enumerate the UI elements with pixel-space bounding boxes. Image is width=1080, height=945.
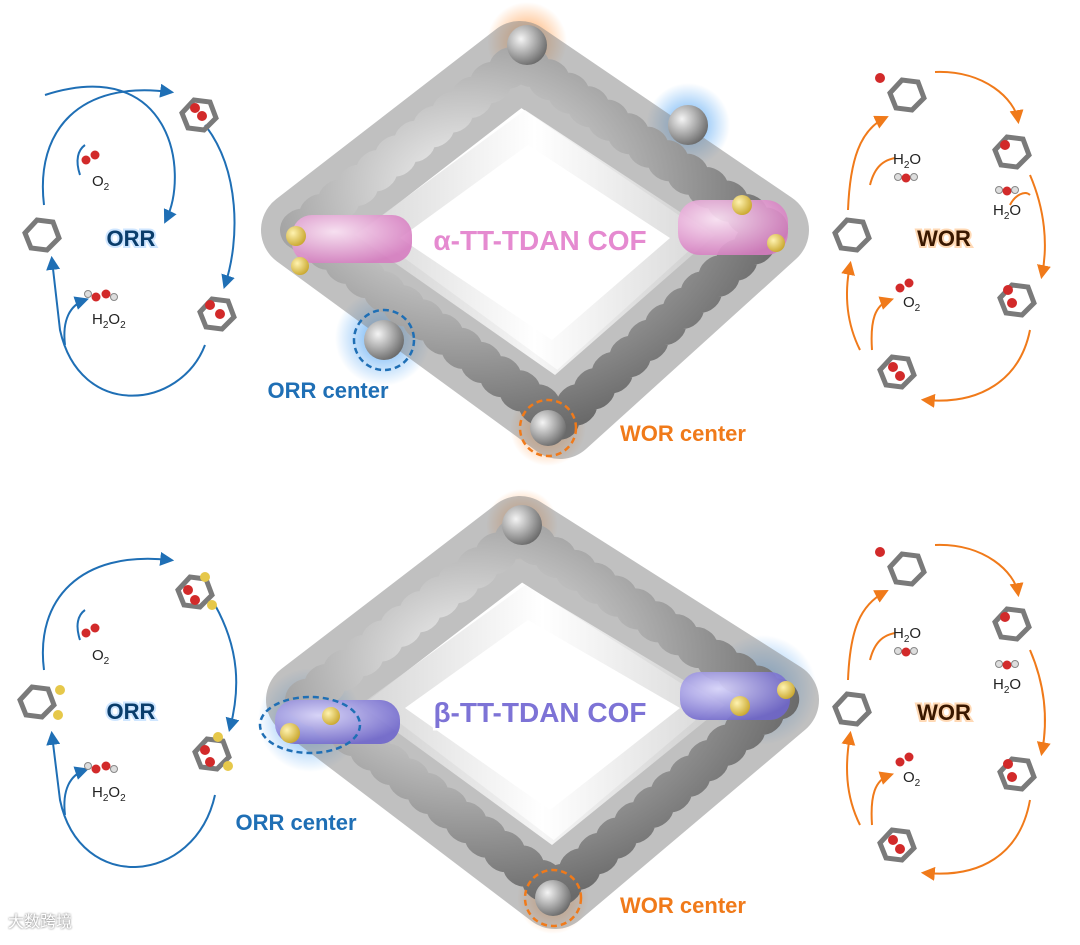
thiophene-molecule bbox=[20, 685, 65, 720]
alpha-wor-cycle: H2O H2O O2 WOR bbox=[835, 72, 1045, 401]
benzene-oh-adduct bbox=[875, 73, 924, 110]
h2o-label: H2O bbox=[993, 676, 1021, 696]
water-molecule bbox=[996, 661, 1019, 670]
alpha-cof-label: α-TT-TDAN COF bbox=[433, 225, 646, 256]
benzene-oo-adduct bbox=[1000, 285, 1034, 315]
thiophene-ooh-adduct bbox=[195, 732, 233, 771]
wor-cycle-label: WOR bbox=[917, 226, 971, 251]
orr-cycle-label: ORR bbox=[107, 226, 156, 251]
wor-center-label: WOR center bbox=[620, 893, 746, 918]
water-molecule bbox=[996, 187, 1019, 196]
panel-alpha: α-TT-TDAN COF ORR center WOR center O2 H… bbox=[25, 2, 1045, 466]
alpha-orr-cycle: O2 H2O2 ORR bbox=[25, 87, 235, 396]
wor-center-label: WOR center bbox=[620, 421, 746, 446]
benzene-molecule bbox=[835, 220, 869, 250]
benzene-molecule bbox=[25, 220, 59, 250]
h2o-label: H2O bbox=[893, 151, 921, 171]
orr-center-label: ORR center bbox=[235, 810, 356, 835]
benzene-o2-adduct bbox=[182, 100, 216, 130]
alpha-linker-left bbox=[292, 215, 412, 263]
benzene-oo-adduct bbox=[1000, 759, 1034, 789]
o2-label: O2 bbox=[903, 769, 921, 789]
o2-molecule bbox=[82, 624, 100, 638]
thiophene-o2-adduct bbox=[178, 572, 217, 610]
h2o-label: H2O bbox=[893, 625, 921, 645]
h2o-label: H2O bbox=[993, 202, 1021, 222]
benzene-oh-adduct bbox=[875, 547, 924, 584]
o2-molecule bbox=[896, 279, 914, 293]
benzene-o2-adduct bbox=[880, 357, 914, 387]
beta-orr-cycle: O2 H2O2 ORR bbox=[20, 559, 236, 867]
h2o2-molecule bbox=[85, 290, 118, 302]
benzene-o2-adduct bbox=[880, 830, 914, 860]
benzene-o-adduct bbox=[995, 137, 1029, 167]
panel-beta: β-TT-TDAN COF ORR center WOR center O2 H… bbox=[20, 489, 1045, 934]
o2-molecule bbox=[82, 151, 100, 165]
h2o2-label: H2O2 bbox=[92, 784, 126, 804]
wor-cycle-label: WOR bbox=[917, 700, 971, 725]
water-molecule bbox=[895, 648, 918, 657]
water-molecule bbox=[895, 174, 918, 183]
o2-label: O2 bbox=[92, 173, 110, 193]
orr-cycle-label: ORR bbox=[107, 699, 156, 724]
benzene-molecule bbox=[835, 694, 869, 724]
o2-label: O2 bbox=[903, 294, 921, 314]
watermark: 大数跨境 bbox=[8, 908, 72, 932]
beta-wor-cycle: H2O H2O O2 WOR bbox=[835, 545, 1045, 874]
benzene-ooh-adduct bbox=[200, 299, 234, 329]
beta-cof-label: β-TT-TDAN COF bbox=[433, 697, 646, 728]
o2-label: O2 bbox=[92, 647, 110, 667]
benzene-o-adduct bbox=[995, 609, 1029, 639]
h2o2-molecule bbox=[85, 762, 118, 774]
o2-molecule bbox=[896, 753, 914, 767]
h2o2-label: H2O2 bbox=[92, 311, 126, 331]
orr-center-label: ORR center bbox=[267, 378, 388, 403]
